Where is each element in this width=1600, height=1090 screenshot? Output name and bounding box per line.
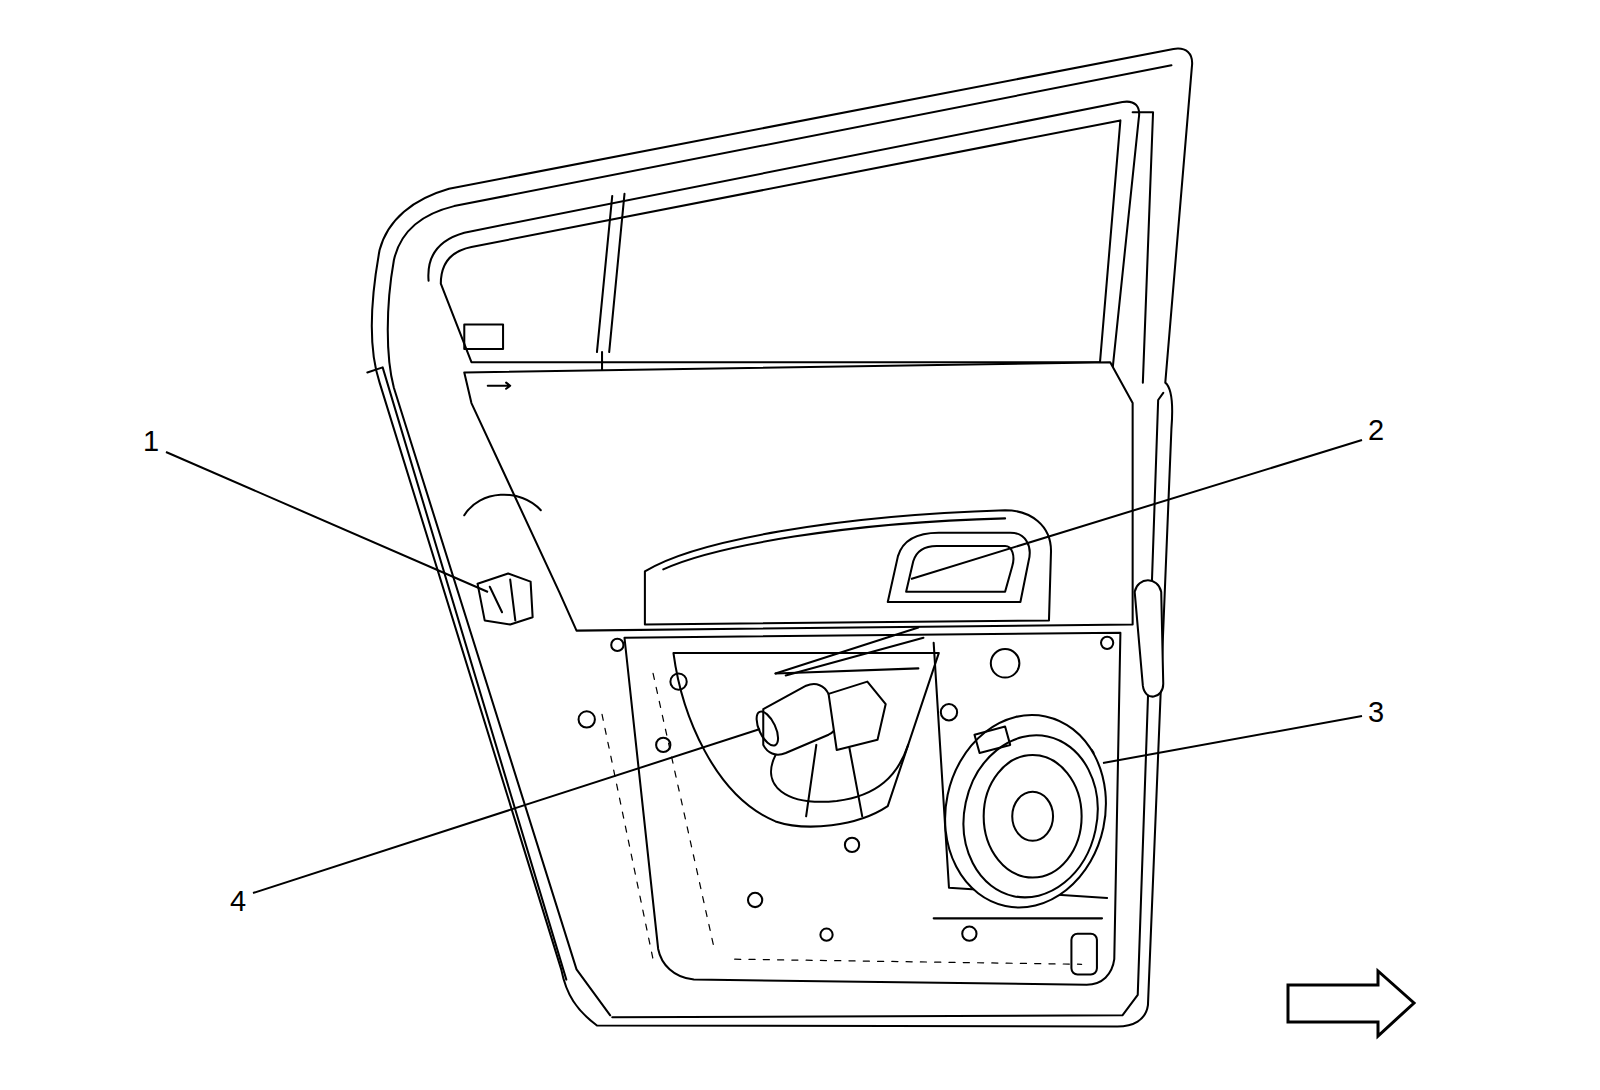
window-opening: [441, 120, 1121, 362]
window-frame: [428, 102, 1139, 373]
fastener: [1101, 637, 1113, 649]
door-shell-inner-edge: [388, 65, 1172, 1015]
fastener: [611, 639, 623, 651]
fastener: [748, 893, 762, 907]
hinge-detail: [490, 580, 516, 621]
fastener: [579, 711, 595, 727]
hinge: [478, 573, 533, 624]
inner-panel-access: [673, 653, 938, 826]
label-sticker: [464, 324, 503, 348]
speaker-frame: [927, 700, 1123, 923]
leader-line: [166, 452, 488, 592]
leader-line: [911, 440, 1362, 579]
outside-handle: [1135, 580, 1164, 696]
door-wiring: [464, 495, 541, 516]
callout-number: 4: [230, 887, 246, 916]
drain-bracket: [1071, 934, 1097, 975]
fastener: [845, 838, 859, 852]
door-shell: [372, 49, 1192, 1027]
trim-panel: [464, 362, 1132, 630]
speaker-cone: [984, 755, 1082, 877]
latch-rod: [776, 628, 924, 676]
callout-number: 1: [143, 427, 159, 456]
motor-wire: [771, 745, 908, 802]
fastener: [670, 673, 686, 689]
callout-number: 3: [1368, 698, 1384, 727]
leader-line: [1103, 716, 1362, 763]
fastener: [820, 929, 832, 941]
trim-arrow-mark: [488, 383, 510, 389]
leader-line: [253, 729, 760, 893]
speaker-cap: [1012, 792, 1053, 841]
fastener: [962, 927, 976, 941]
motor-gearbox: [829, 682, 886, 750]
speaker-surround: [949, 723, 1113, 910]
forward-arrow: [1288, 971, 1414, 1036]
inside-handle: [888, 533, 1030, 602]
armrest: [645, 510, 1051, 624]
fastener: [941, 704, 957, 720]
motor-end: [752, 708, 782, 748]
speaker-connector: [974, 727, 1010, 754]
callout-number: 2: [1368, 416, 1384, 445]
window-motor: [763, 684, 838, 755]
fastener: [656, 738, 670, 752]
window-run: [597, 112, 1153, 382]
fastener: [991, 649, 1020, 678]
